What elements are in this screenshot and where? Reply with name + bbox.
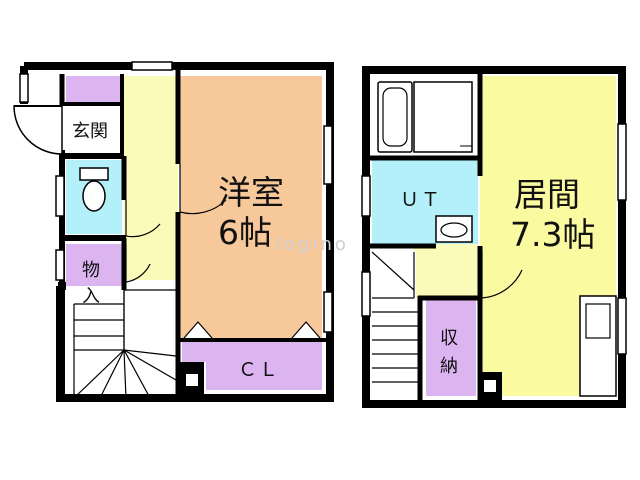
corridor-floor [124,76,178,280]
window-youshitsu-right-1 [323,125,333,185]
monoire-label-2: 入 [82,286,100,307]
right-unit: ＵＴ 居間 7.3帖 収 納 [361,66,627,408]
left-unit: 玄関 洋室 6帖 ＣＬ 物 入 [13,61,334,402]
entrance-door-swing [13,105,63,155]
kitchen-icon [579,295,617,397]
shuno-label-2: 納 [440,356,458,377]
ut-label: ＵＴ [400,189,442,211]
closet-notch-left [183,321,213,339]
watermark-text: logino [276,234,349,255]
window-bath-left [361,175,371,217]
bathtub-icon [377,81,473,153]
pillar-right-inner-hole [484,380,496,392]
kyoma-size-label: 7.3帖 [510,215,595,254]
stairs-right-floor [372,252,416,396]
monoire-door-swing [125,244,151,283]
kyoma-name-label: 居間 [514,175,580,214]
genkan-floor [66,106,122,154]
stairs-right [371,251,418,383]
youshitsu-door-swing [179,164,227,215]
window-kyoma-right-1 [617,123,627,201]
shuno-floor [426,300,476,396]
outer-wall-right [362,66,626,408]
youshitsu-size-label: 6帖 [218,213,272,252]
closet-notch-right [291,321,321,339]
entry-closet-floor [66,76,122,106]
window-stairs-left [361,271,371,317]
stairs-left [73,289,178,399]
kyoma-door-swing [481,250,523,299]
shuno-label-1: 収 [440,328,458,349]
window-left-top [19,73,29,103]
toilet-icon [79,167,109,212]
pillar-left-inner [186,374,198,386]
window-corridor-top [131,61,173,71]
closet-label: ＣＬ [238,359,280,381]
window-toilet-left [55,175,65,217]
youshitsu-name-label: 洋室 [218,173,284,212]
stairs-floor [66,286,178,390]
youshitsu-floor [180,76,322,340]
pillar-corner [58,282,66,290]
window-kyoma-right-2 [617,297,627,355]
monoire-label-1: 物 [82,260,100,281]
washbasin-icon [435,215,473,243]
window-monoire-left [55,249,65,281]
genkan-label: 玄関 [72,121,108,142]
window-youshitsu-right-2 [323,291,333,333]
toilet-door-swing [125,200,161,238]
hall-floor [414,244,478,298]
